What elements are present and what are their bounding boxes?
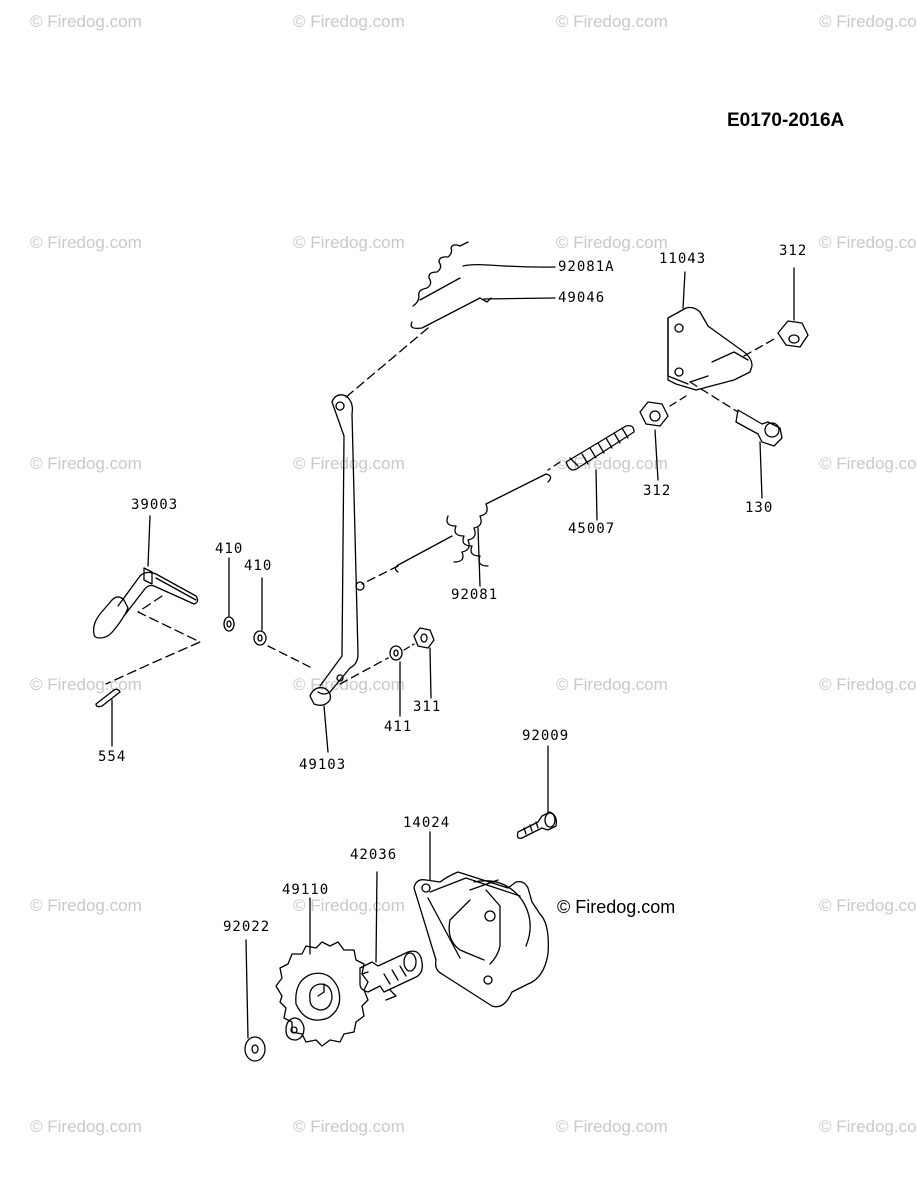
leader-49046: [484, 298, 555, 299]
nut-312-upper[interactable]: [778, 321, 808, 347]
watermark: © Firedog.com: [293, 1117, 405, 1136]
watermark: © Firedog.com: [293, 233, 405, 252]
part-label-42036[interactable]: 42036: [350, 847, 398, 863]
leader-92022: [246, 940, 248, 1038]
bracket-11043[interactable]: [668, 308, 752, 391]
part-label-410-left[interactable]: 410: [215, 541, 244, 557]
part-label-39003[interactable]: 39003: [131, 497, 179, 513]
bolt-130[interactable]: [690, 382, 782, 446]
rod-49046[interactable]: [411, 298, 491, 328]
leader-washer-to-lever: [268, 646, 312, 668]
part-label-92081[interactable]: 92081: [451, 587, 499, 603]
washer-410-left[interactable]: [224, 617, 234, 631]
watermark: © Firedog.com: [819, 1117, 917, 1136]
watermark: © Firedog.com: [819, 233, 917, 252]
control-lever-39003[interactable]: [94, 568, 198, 638]
watermark: © Firedog.com: [556, 454, 668, 473]
watermark: © Firedog.com: [30, 896, 142, 915]
bolt-92009[interactable]: [518, 812, 557, 838]
leader-92081a: [463, 265, 555, 268]
washer-411[interactable]: [390, 646, 402, 660]
diagram-code: E0170-2016A: [727, 110, 845, 131]
part-label-410-right[interactable]: 410: [244, 558, 273, 574]
leader-washer-to-nut: [404, 644, 414, 650]
part-label-11043[interactable]: 11043: [659, 251, 707, 267]
watermark: © Firedog.com: [293, 12, 405, 31]
leader-92081: [478, 528, 480, 586]
watermark: © Firedog.com: [293, 454, 405, 473]
watermark: © Firedog.com: [556, 233, 668, 252]
leader-130: [760, 442, 762, 498]
watermark: © Firedog.com: [819, 12, 917, 31]
part-label-312-upper[interactable]: 312: [779, 243, 808, 259]
part-label-45007[interactable]: 45007: [568, 521, 616, 537]
part-label-49110[interactable]: 49110: [282, 882, 330, 898]
part-label-49103[interactable]: 49103: [299, 757, 347, 773]
spring-92081a[interactable]: [413, 242, 468, 306]
gear-49110[interactable]: [276, 942, 368, 1046]
part-label-554[interactable]: 554: [98, 749, 127, 765]
nut-312-lower[interactable]: [640, 402, 668, 426]
watermark: © Firedog.com: [30, 12, 142, 31]
washer-92022[interactable]: [245, 1037, 265, 1061]
lever-hole: [356, 582, 364, 590]
watermark: © Firedog.com: [30, 454, 142, 473]
watermark: © Firedog.com: [819, 454, 917, 473]
part-label-130[interactable]: 130: [745, 500, 774, 516]
shaft-42036[interactable]: [360, 951, 422, 1000]
watermark: © Firedog.com: [30, 233, 142, 252]
leader-49103: [324, 706, 328, 752]
leader-39003: [148, 516, 150, 566]
leader-nut-to-bracket: [670, 396, 686, 406]
leader-screw-to-spring: [548, 462, 560, 470]
watermark: © Firedog.com: [819, 896, 917, 915]
part-label-311[interactable]: 311: [413, 699, 442, 715]
watermark: © Firedog.com: [556, 675, 668, 694]
leader-lever-path: [106, 596, 200, 684]
spring-92081[interactable]: [395, 474, 550, 572]
nut-311[interactable]: [414, 628, 434, 648]
leader-rod-to-lever: [345, 328, 428, 398]
watermark: © Firedog.com: [819, 675, 917, 694]
leader-311: [430, 648, 431, 698]
housing-14024[interactable]: [414, 872, 548, 1007]
pin-554[interactable]: [96, 689, 120, 706]
watermark: © Firedog.com: [556, 1117, 668, 1136]
part-label-92009[interactable]: 92009: [522, 728, 570, 744]
part-label-92022[interactable]: 92022: [223, 919, 271, 935]
leader-312-lower: [655, 430, 658, 480]
lever-arm-49103[interactable]: [310, 395, 358, 705]
washer-410-right[interactable]: [254, 631, 266, 645]
part-label-312-lower[interactable]: 312: [643, 483, 672, 499]
watermark: © Firedog.com: [556, 12, 668, 31]
leader-42036: [376, 872, 377, 962]
watermark: © Firedog.com: [293, 675, 405, 694]
leader-11043: [683, 272, 685, 308]
leader-45007: [596, 470, 597, 520]
part-label-411[interactable]: 411: [384, 719, 413, 735]
screw-45007[interactable]: [566, 426, 634, 470]
leader-bracket-to-nut: [744, 338, 776, 356]
copyright-notice: © Firedog.com: [557, 897, 676, 917]
watermark: © Firedog.com: [30, 1117, 142, 1136]
part-label-92081a[interactable]: 92081A: [558, 259, 615, 275]
part-label-49046[interactable]: 49046: [558, 290, 606, 306]
leader-spring-to-lever: [362, 566, 398, 584]
part-label-14024[interactable]: 14024: [403, 815, 451, 831]
leader-lever-to-washer: [340, 658, 388, 684]
watermark: © Firedog.com: [30, 675, 142, 694]
